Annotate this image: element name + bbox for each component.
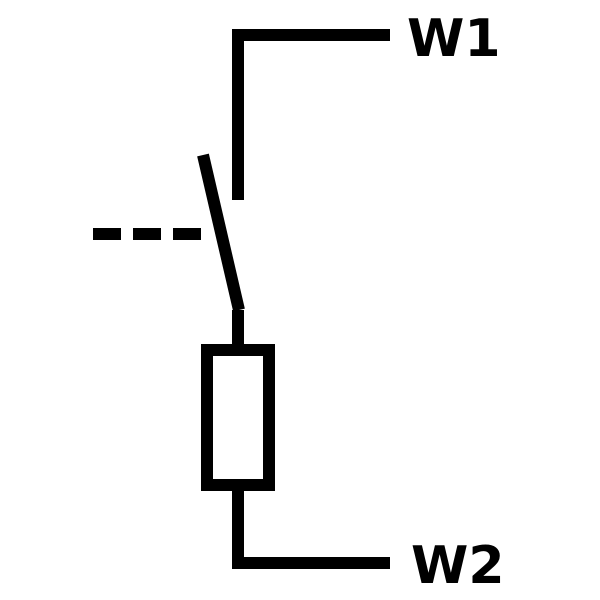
terminal-label-w2: W2	[411, 536, 505, 596]
bottom-wire	[232, 485, 390, 569]
resistor	[201, 344, 275, 491]
top-wire	[232, 29, 390, 200]
terminal-label-w1: W1	[407, 9, 501, 69]
switch-blade	[197, 153, 245, 312]
